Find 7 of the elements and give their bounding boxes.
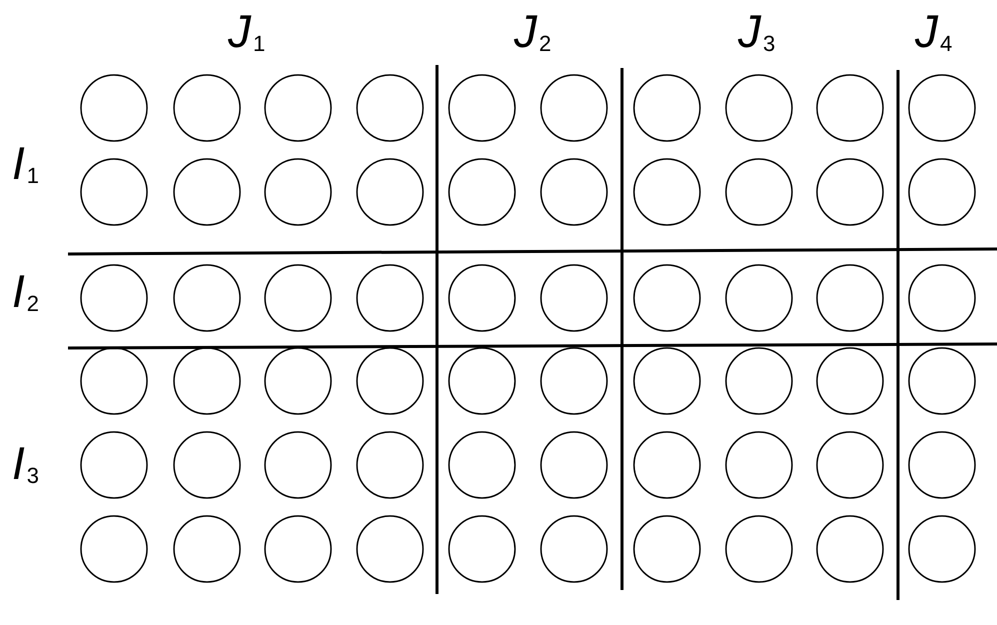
group-label: J$_{2}$	[514, 8, 552, 54]
group-label: J$_{4}$	[915, 8, 952, 54]
group-label: I$_{2}$	[12, 268, 40, 314]
group-label: J$_{3}$	[738, 8, 776, 54]
group-label: I$_{1}$	[12, 140, 40, 186]
group-label: I$_{3}$	[12, 440, 40, 486]
group-label: J$_{1}$	[228, 8, 266, 54]
